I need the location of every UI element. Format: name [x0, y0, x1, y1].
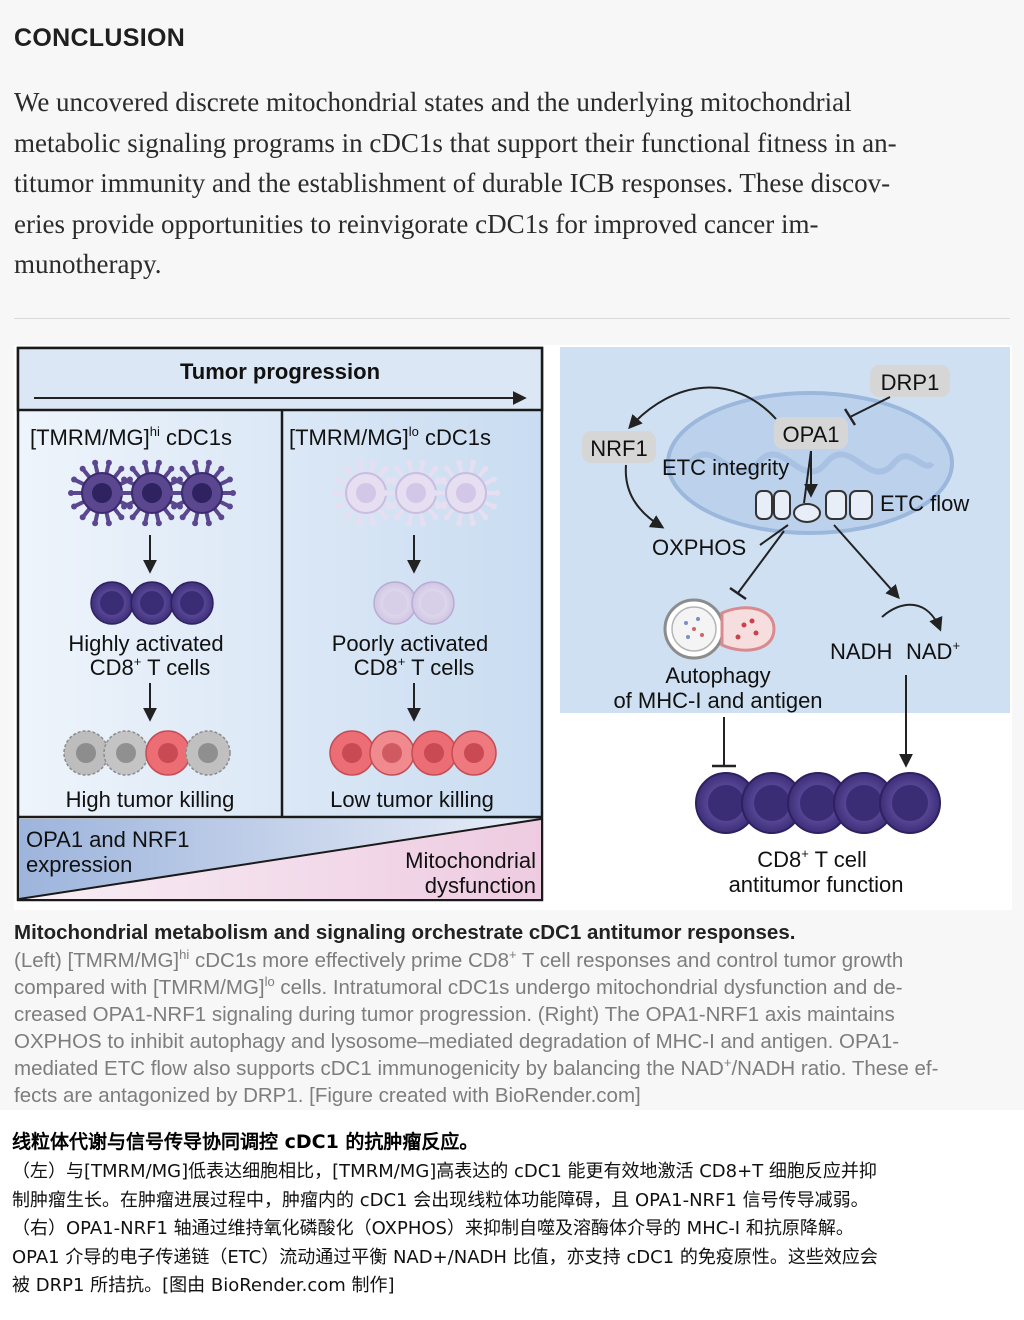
hi-killing-label: High tumor killing [66, 787, 235, 812]
cd8-function-label-2: antitumor function [729, 872, 904, 897]
caption-line: compared with [TMRM/MG]lo cells. Intratu… [14, 974, 903, 999]
hi-tcell-label-2: CD8+ T cells [90, 654, 211, 680]
etc-to-nadh-arrow [833, 524, 900, 600]
autophagy-label-2: of MHC-I and antigen [613, 688, 822, 713]
lo-killing-label: Low tumor killing [330, 787, 494, 812]
figure-mitochondrial-signaling: Tumor progression [TMRM/MG]hi cDC1s High… [14, 345, 1012, 910]
lo-tumor-cells [329, 730, 497, 776]
drp1-inhibit-line [849, 396, 891, 418]
caption-line: (Left) [TMRM/MG]hi cDC1s more effectivel… [14, 947, 904, 972]
drp1-inhibit-bar [843, 408, 857, 426]
gradient-diagonal [18, 818, 542, 900]
caption-line: OXPHOS to inhibit autophagy and lysosome… [14, 1030, 900, 1053]
drp1-label: DRP1 [881, 370, 940, 395]
lo-column-title: [TMRM/MG]lo cDC1s [289, 424, 491, 450]
lo-tcells [373, 581, 455, 625]
conclusion-line: We uncovered discrete mitochondrial stat… [14, 87, 852, 117]
hi-dendritic-cells [68, 459, 236, 527]
right-panel: DRP1 OPA1 NRF1 ETC integrity ETC flow OX… [560, 347, 1010, 897]
conclusion-paragraph: We uncovered discrete mitochondrial stat… [14, 82, 1014, 285]
hi-tumor-cells [63, 730, 231, 776]
caption-line: mediated ETC flow also supports cDC1 imm… [14, 1055, 939, 1080]
dysfunction-label-1: Mitochondrial [405, 848, 536, 873]
conclusion-line: eries provide opportunities to reinvigor… [14, 208, 819, 239]
etc-complex-icons [755, 490, 873, 523]
translation-title: 线粒体代谢与信号传导协同调控 cDC1 的抗肿瘤反应。 [12, 1131, 479, 1153]
nrf1-badge [582, 431, 656, 463]
autophagy-label-1: Autophagy [665, 663, 770, 688]
nadh-conversion-arrow [881, 603, 943, 632]
lo-dendritic-cells [332, 459, 500, 527]
progression-header-box [16, 346, 544, 412]
opa1-to-nrf1-arrow [628, 386, 777, 430]
etc-to-oxphos-line [759, 524, 789, 546]
oxphos-inhibit-line [737, 530, 785, 594]
translation-line: （左）与[TMRM/MG]低表达细胞相比，[TMRM/MG]高表达的 cDC1 … [12, 1161, 877, 1182]
conclusion-heading: CONCLUSION [14, 24, 186, 52]
nad-plus-label: NAD+ [906, 638, 960, 664]
expression-label-1: OPA1 and NRF1 [26, 827, 189, 852]
caption-line: creased OPA1-NRF1 signaling during tumor… [14, 1003, 895, 1026]
nrf1-to-oxphos-arrow [624, 464, 665, 529]
drp1-badge [870, 365, 950, 397]
conclusion-line: munotherapy. [14, 249, 162, 279]
translation-line: 制肿瘤生长。在肿瘤进展过程中，肿瘤内的 cDC1 会出现线粒体功能障碍，且 OP… [12, 1189, 869, 1211]
oxphos-label: OXPHOS [652, 535, 746, 560]
caption-title: Mitochondrial metabolism and signaling o… [14, 921, 796, 944]
left-panel: Tumor progression [TMRM/MG]hi cDC1s High… [16, 346, 544, 902]
caption-line: fects are antagonized by DRP1. [Figure c… [14, 1084, 641, 1107]
etc-integrity-label: ETC integrity [662, 455, 789, 480]
translation-line: 被 DRP1 所拮抗。[图由 BioRender.com 制作] [12, 1275, 395, 1296]
translation-body: （左）与[TMRM/MG]低表达细胞相比，[TMRM/MG]高表达的 cDC1 … [12, 1158, 1017, 1301]
cd8-function-label-1: CD8+ T cell [757, 846, 867, 872]
caption-body: (Left) [TMRM/MG]hi cDC1s more effectivel… [14, 947, 1014, 1109]
conclusion-line: metabolic signaling programs in cDC1s th… [14, 127, 897, 158]
opa1-label: OPA1 [782, 422, 839, 447]
translation-line: （右）OPA1-NRF1 轴通过维持氧化磷酸化（OXPHOS）来抑制自噬及溶酶体… [12, 1218, 854, 1239]
expression-label-2: expression [26, 852, 132, 877]
lo-tcell-label-2: CD8+ T cells [354, 654, 475, 680]
cristae-icon [687, 451, 935, 475]
hi-tcell-label-1: Highly activated [68, 631, 223, 656]
cd8-tcell-row [695, 772, 941, 834]
oxphos-inhibit-bar [729, 586, 747, 601]
translation-line: OPA1 介导的电子传递链（ETC）流动通过平衡 NAD+/NADH 比值，亦支… [12, 1246, 878, 1268]
nrf1-label: NRF1 [590, 436, 647, 461]
opa1-badge [774, 417, 848, 449]
nadh-label: NADH [830, 639, 892, 664]
left-panel-frame [16, 346, 544, 902]
etc-flow-label: ETC flow [880, 491, 969, 516]
dysfunction-label-2: dysfunction [425, 873, 536, 898]
hi-tcells [90, 581, 214, 625]
tumor-progression-label: Tumor progression [180, 359, 380, 384]
hi-column-title: [TMRM/MG]hi cDC1s [30, 424, 232, 450]
conclusion-line: titumor immunity and the establishment o… [14, 168, 891, 198]
section-divider [14, 318, 1010, 319]
autophagy-icon [663, 598, 776, 660]
lo-tcell-label-1: Poorly activated [332, 631, 489, 656]
